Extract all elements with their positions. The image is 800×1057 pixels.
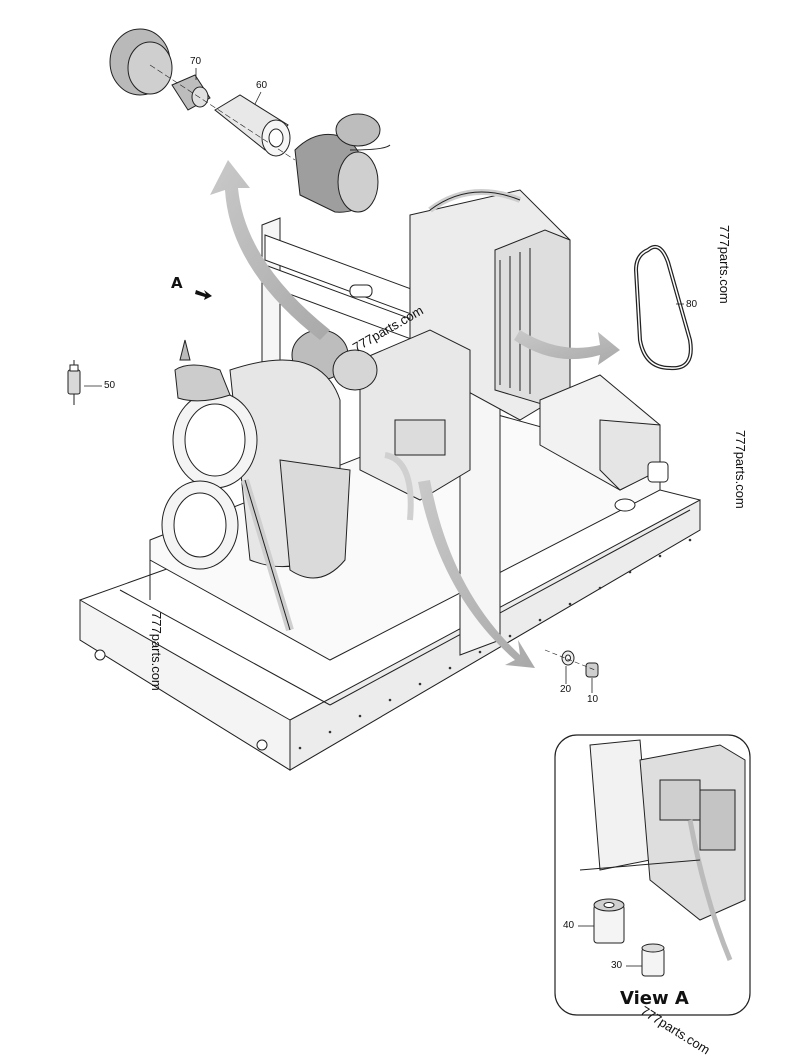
drain-plug-10 — [585, 662, 599, 678]
pump-assembly — [161, 339, 351, 632]
fuel-filter-30 — [641, 943, 665, 977]
callout-10: 10 — [587, 694, 599, 705]
callout-20: 20 — [560, 684, 572, 695]
safety-filter-element-70 — [171, 74, 211, 111]
v-belt-80 — [633, 245, 693, 371]
callout-80: 80 — [686, 299, 698, 310]
view-a-inset — [554, 734, 751, 1016]
air-filter-housing — [294, 113, 391, 213]
skid-bolt-holes — [94, 538, 692, 751]
air-filter-cover — [109, 28, 173, 96]
watermark-right: 777parts.com — [733, 430, 748, 509]
callout-leaders — [84, 68, 684, 967]
callout-30: 30 — [611, 960, 623, 971]
callout-60: 60 — [256, 80, 268, 91]
control-box — [539, 374, 669, 512]
inline-fuel-filter-50 — [67, 360, 81, 405]
watermark-left: 777parts.com — [149, 612, 164, 691]
callout-70: 70 — [190, 56, 202, 67]
main-filter-element-60 — [214, 94, 291, 157]
callout-40: 40 — [563, 920, 575, 931]
inset-title: View A — [620, 988, 689, 1009]
watermark-top-right: 777parts.com — [717, 225, 732, 304]
oil-filter-40 — [593, 898, 625, 944]
plug-axis-line — [544, 649, 596, 671]
washer-20 — [561, 650, 575, 666]
callout-50: 50 — [104, 380, 116, 391]
view-a-marker: A — [171, 274, 183, 292]
view-a-direction-arrow — [195, 290, 212, 300]
assembly-axis-line — [149, 64, 296, 161]
